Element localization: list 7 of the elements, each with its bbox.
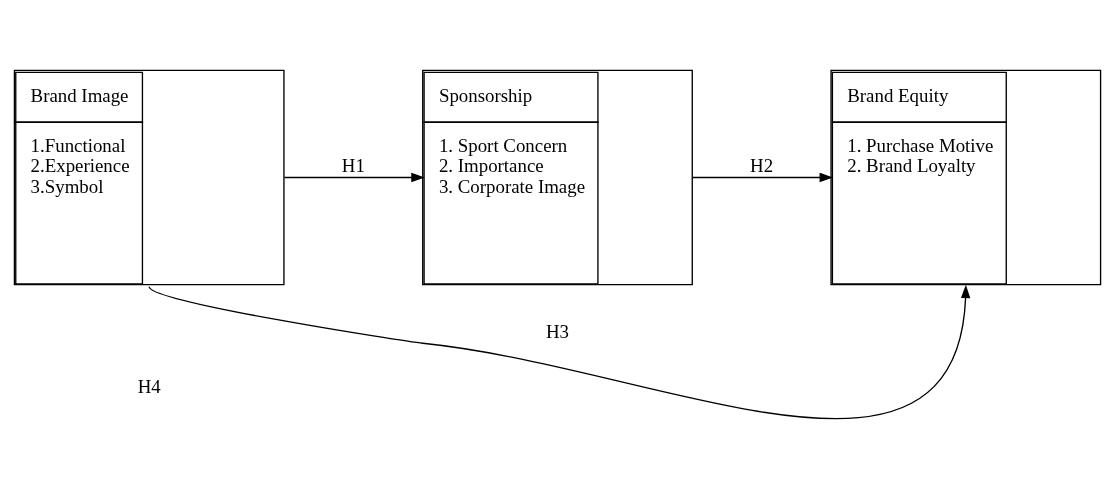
edge-label: H2 [750, 154, 774, 176]
arrow [283, 172, 425, 182]
edge-label: H3 [545, 320, 570, 342]
arrow [692, 172, 834, 182]
edge-label: H1 [341, 154, 365, 176]
label: H4 [137, 375, 161, 397]
arrow [148, 284, 971, 419]
